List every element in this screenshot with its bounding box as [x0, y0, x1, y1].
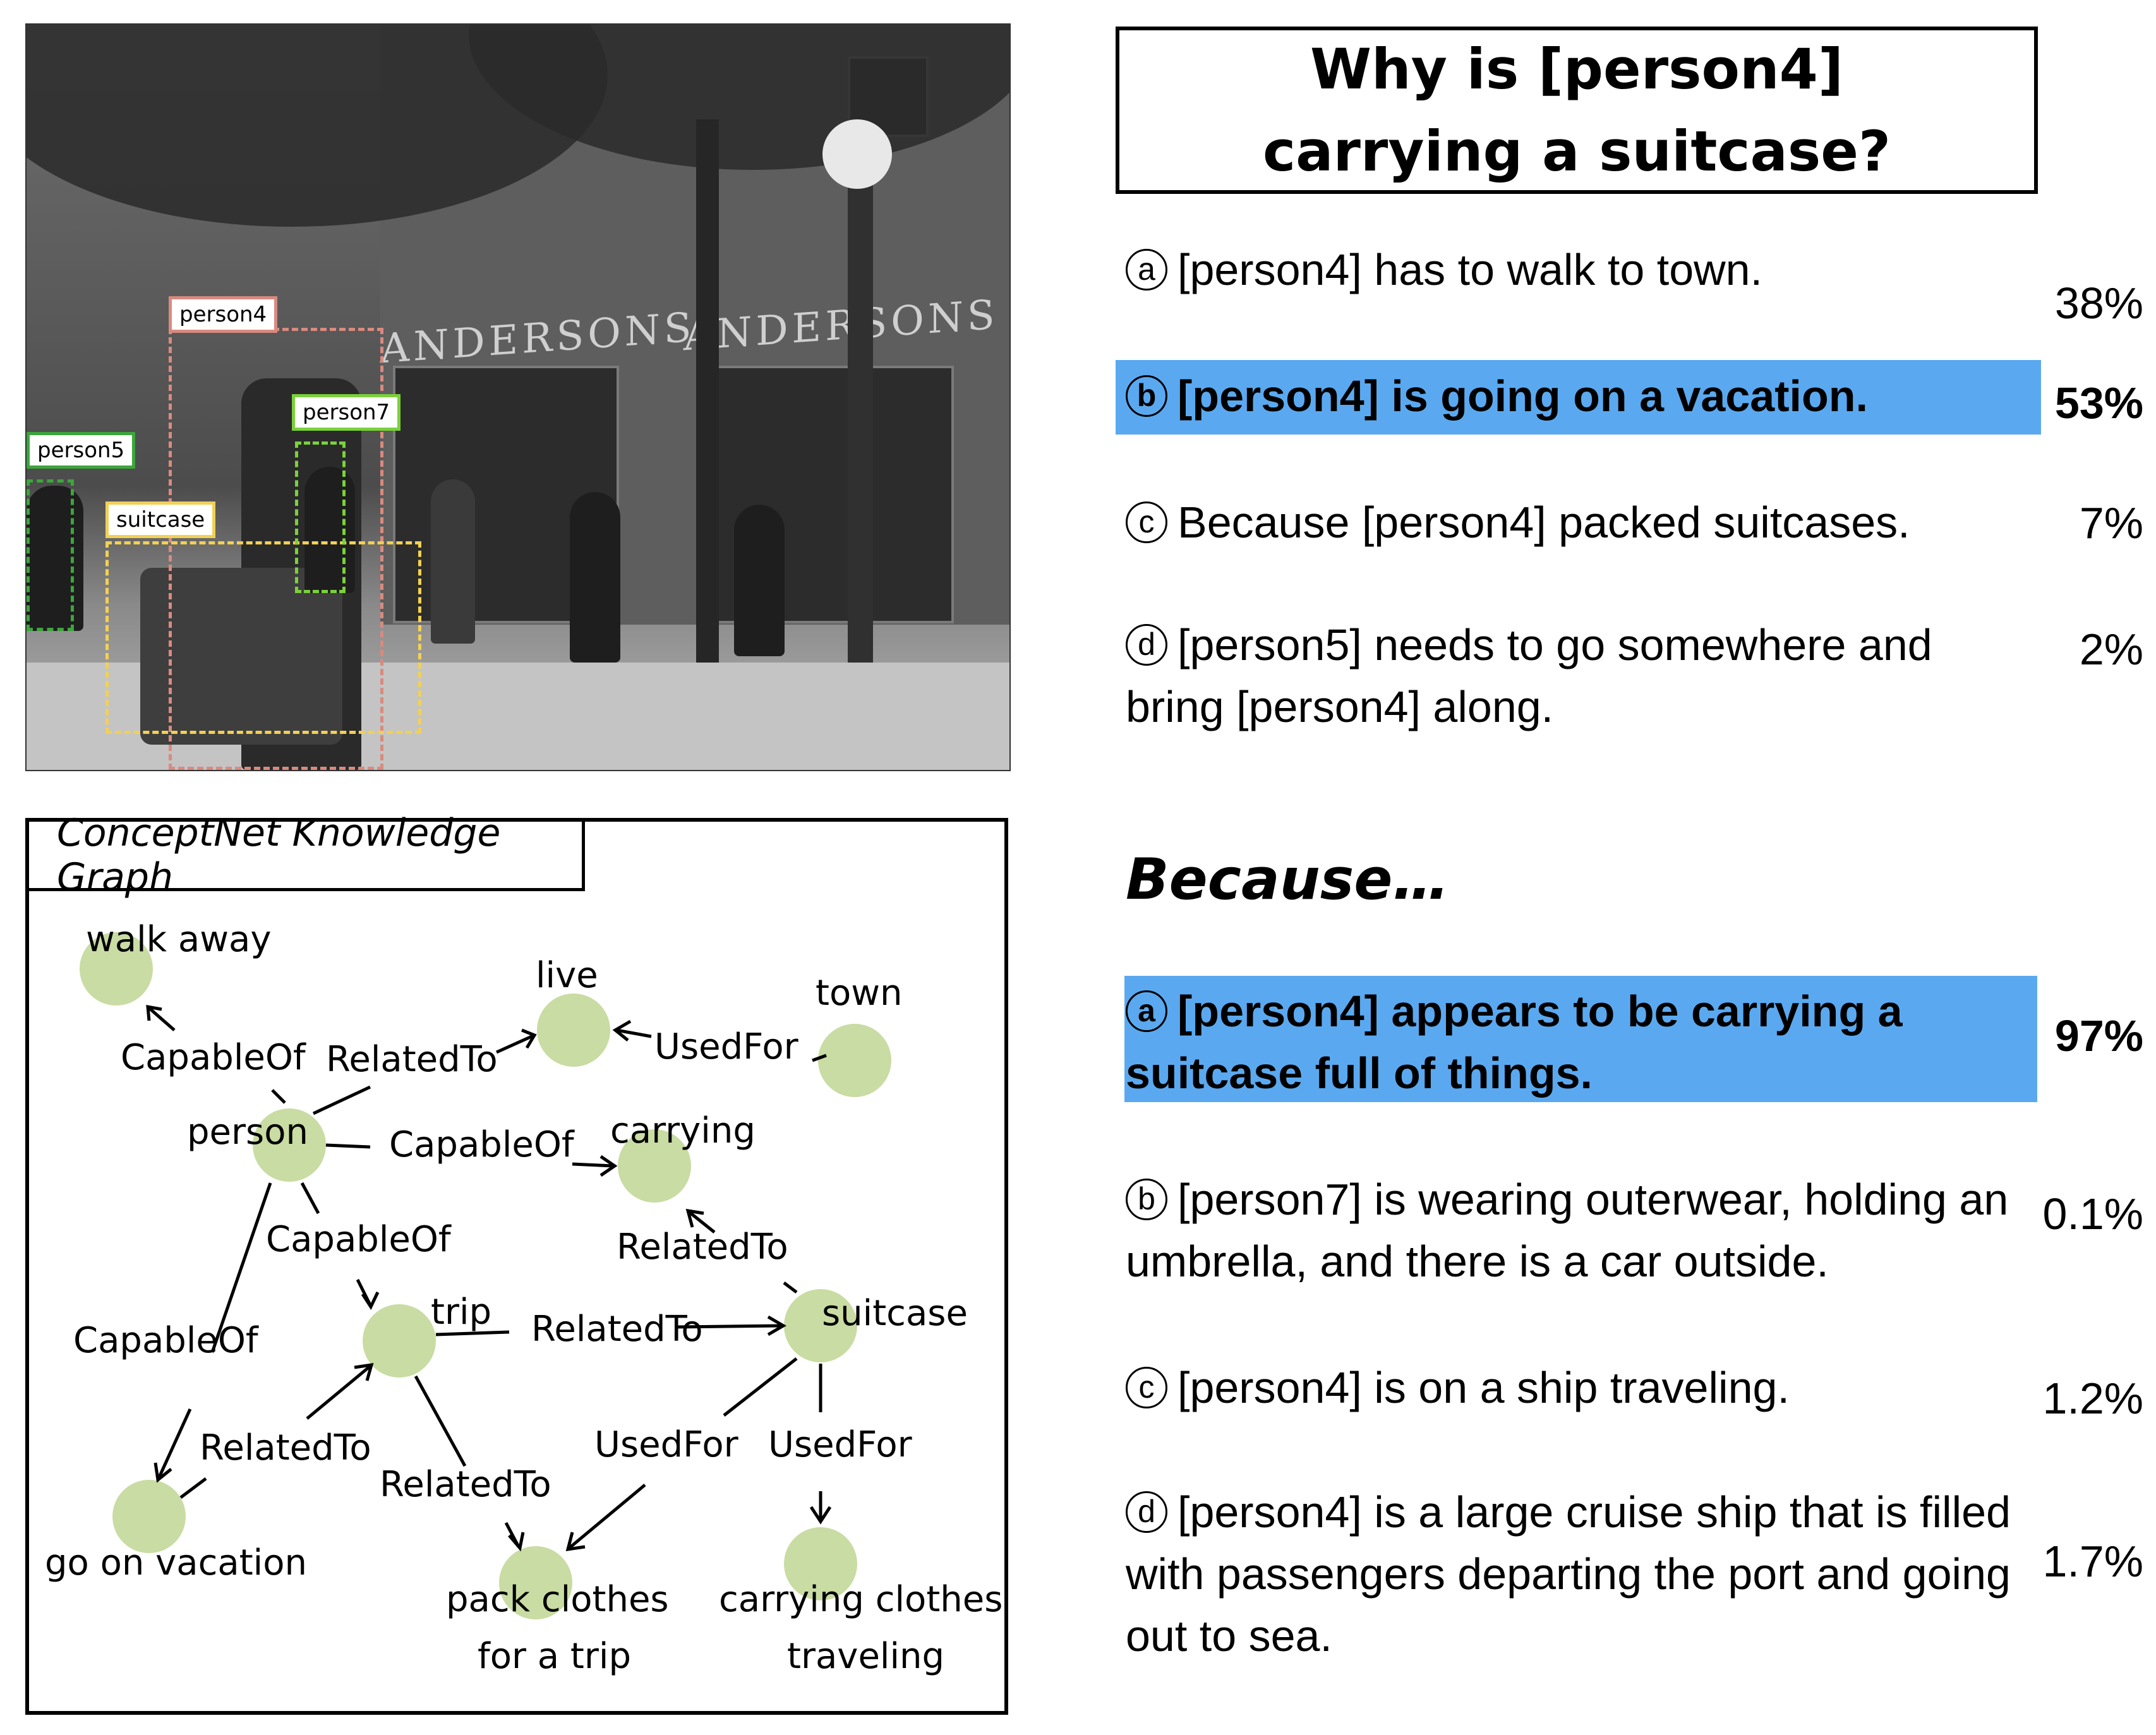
suitcase-object	[140, 568, 342, 745]
answer-a[interactable]: a[person4] has to walk to town.	[1126, 239, 2035, 301]
knowledge-graph-panel: .edge{marker-end:none}	[25, 811, 1008, 1715]
edge-label-usedfor: UsedFor	[594, 1424, 739, 1465]
rationale-a-letter: a	[1126, 990, 1167, 1032]
node-live	[537, 994, 610, 1067]
node-walk-away	[80, 932, 153, 1006]
rationale-d-text: [person4] is a large cruise ship that is…	[1126, 1487, 2011, 1660]
label-walk-away: walk away	[86, 919, 271, 960]
street-lamp	[822, 119, 892, 189]
question-text: Why is [person4] carrying a suitcase?	[1262, 36, 1891, 184]
rationale-c-letter: c	[1126, 1367, 1167, 1408]
node-suitcase	[784, 1289, 857, 1362]
edge-label-capableof: CapableOf	[121, 1037, 306, 1078]
rationale-b[interactable]: b[person7] is wearing outerwear, holding…	[1126, 1168, 2010, 1292]
rationale-b-pct: 0.1%	[2042, 1189, 2143, 1239]
kg-title-box: ConceptNet Knowledge Graph	[29, 811, 585, 899]
answer-d-letter: d	[1126, 624, 1167, 666]
label-trip: trip	[431, 1292, 491, 1333]
person5-bbox	[27, 479, 74, 631]
rationale-a[interactable]: a[person4] appears to be carrying a suit…	[1126, 980, 2010, 1104]
answer-c-pct: 7%	[2079, 498, 2143, 548]
label-live: live	[536, 955, 598, 996]
answer-c-letter: c	[1126, 501, 1167, 543]
label-traveling: traveling	[787, 1636, 944, 1677]
knowledge-graph: .edge{marker-end:none}	[45, 919, 1003, 1677]
person7-bbox	[295, 441, 346, 593]
edge-label-capableof: CapableOf	[266, 1219, 452, 1260]
rationale-b-text: [person7] is wearing outerwear, holding …	[1126, 1175, 2009, 1286]
answer-d-pct: 2%	[2079, 625, 2143, 674]
answer-a-letter: a	[1126, 249, 1167, 291]
suitcase-bbox	[105, 541, 421, 734]
node-carrying	[618, 1129, 691, 1203]
answer-d[interactable]: d[person5] needs to go somewhere and bri…	[1126, 614, 2010, 738]
answer-a-pct: 38%	[2054, 279, 2143, 328]
edge-label-relatedto: RelatedTo	[200, 1427, 371, 1468]
answer-d-text: [person5] needs to go somewhere and brin…	[1126, 620, 1932, 731]
answer-a-text: [person4] has to walk to town.	[1177, 245, 1763, 294]
edge-label-relatedto: RelatedTo	[380, 1464, 551, 1505]
lamp-post	[848, 176, 873, 681]
edge-label-relatedto: RelatedTo	[531, 1309, 703, 1350]
label-carrying-clothes: carrying clothes	[719, 1579, 1003, 1620]
kg-title: ConceptNet Knowledge Graph	[57, 810, 501, 899]
answer-b-letter: b	[1126, 375, 1167, 417]
label-pack-clothes: pack clothes	[446, 1579, 669, 1620]
suitcase-label: suitcase	[105, 501, 216, 538]
edge-label-relatedto: RelatedTo	[326, 1039, 498, 1080]
answer-b-highlight	[1116, 360, 2041, 435]
node-carrying-clothes	[784, 1527, 857, 1600]
rationale-d-pct: 1.7%	[2042, 1537, 2143, 1586]
label-suitcase: suitcase	[822, 1293, 968, 1334]
node-go-on-vacation	[112, 1480, 186, 1553]
person7-figure	[304, 467, 355, 593]
edge-label-capableof: CapableOf	[73, 1320, 259, 1361]
tree-trunk	[696, 119, 719, 669]
because-heading: Because…	[1126, 846, 1450, 913]
node-pack-clothes	[499, 1546, 572, 1619]
rationale-c[interactable]: c[person4] is on a ship traveling.	[1126, 1357, 2010, 1419]
person4-label: person4	[169, 296, 278, 333]
pedestrian	[431, 479, 475, 644]
person7-label: person7	[292, 394, 401, 431]
node-town	[818, 1024, 891, 1097]
edge-label-usedfor: UsedFor	[768, 1424, 913, 1465]
edge-label-relatedto: RelatedTo	[617, 1227, 788, 1268]
scene-photo: ANDERSONS ANDERSONS person4 person7 pers…	[25, 23, 1011, 771]
pedestrian	[734, 505, 785, 656]
label-for-a-trip: for a trip	[478, 1636, 631, 1677]
answer-b[interactable]: b[person4] is going on a vacation.	[1126, 365, 2035, 427]
rationale-a-text: [person4] appears to be carrying a suitc…	[1126, 987, 1903, 1098]
label-go-on-vacation: go on vacation	[45, 1542, 307, 1583]
graph-edges	[146, 1004, 832, 1552]
answer-b-text: [person4] is going on a vacation.	[1177, 371, 1868, 421]
label-carrying: carrying	[610, 1110, 756, 1151]
rationale-a-highlight	[1124, 976, 2037, 1102]
edge-label-capableof: CapableOf	[389, 1124, 575, 1165]
rationale-a-pct: 97%	[2054, 1011, 2143, 1060]
pedestrian	[570, 492, 620, 663]
person5-label: person5	[27, 432, 136, 469]
edge-label-usedfor: UsedFor	[654, 1026, 799, 1067]
node-trip	[363, 1304, 436, 1378]
rationale-b-letter: b	[1126, 1179, 1167, 1220]
answer-c-text: Because [person4] packed suitcases.	[1177, 498, 1910, 547]
label-town: town	[816, 973, 903, 1014]
answer-b-pct: 53%	[2054, 378, 2143, 428]
rationale-d-letter: d	[1126, 1491, 1167, 1533]
rationale-c-pct: 1.2%	[2042, 1374, 2143, 1423]
rationale-c-text: [person4] is on a ship traveling.	[1177, 1363, 1790, 1412]
label-person: person	[187, 1112, 308, 1153]
question-box: Why is [person4] carrying a suitcase?	[1116, 27, 2038, 194]
node-person	[253, 1108, 326, 1182]
rationale-d[interactable]: d[person4] is a large cruise ship that i…	[1126, 1481, 2035, 1667]
person5-figure	[27, 486, 83, 631]
